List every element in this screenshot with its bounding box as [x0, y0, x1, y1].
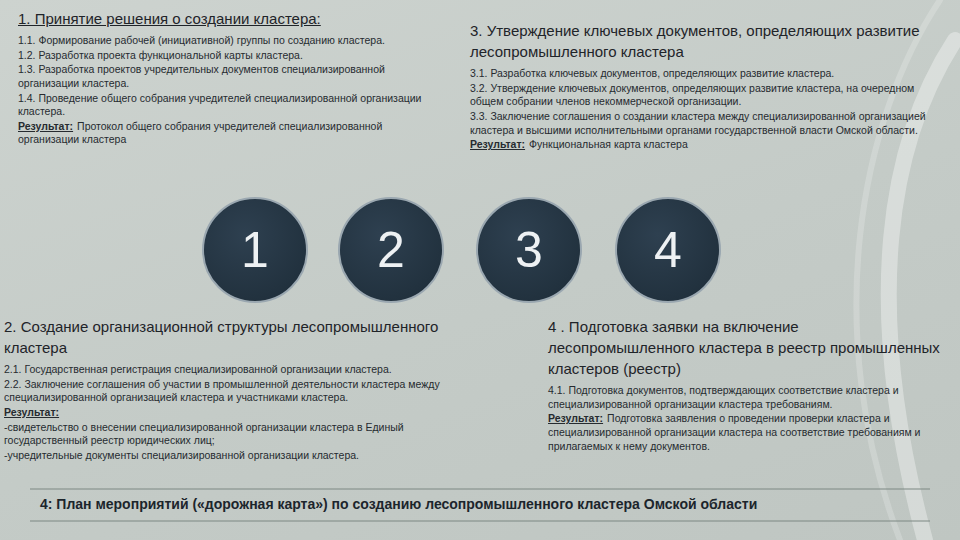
brush-stroke [856, 0, 940, 540]
step-text: 2. Создание организационной структуры ле… [4, 318, 438, 356]
step-text: 3.2. Утверждение ключевых документов, оп… [470, 82, 914, 108]
step-text: -свидетельство о внесении специализирова… [4, 421, 404, 447]
step-number: 1 [241, 225, 269, 275]
step-paragraph: 4.1. Подготовка документов, подтверждающ… [548, 384, 948, 411]
step-text: 4.1. Подготовка документов, подтверждающ… [548, 384, 899, 410]
step-paragraph: -свидетельство о внесении специализирова… [4, 421, 444, 448]
text-block: 1. Принятие решения о создании кластера:… [18, 8, 433, 148]
step-paragraph: 1.3. Разработка проектов учредительных д… [18, 63, 433, 90]
step-number: 4 [654, 225, 682, 275]
step-number: 2 [377, 225, 405, 275]
text-block: 2. Создание организационной структуры ле… [4, 316, 444, 463]
step-text: 1.3. Разработка проектов учредительных д… [18, 63, 385, 89]
step-paragraph: Результат:Протокол общего собрания учред… [18, 120, 433, 147]
step-text: Функциональная карта кластера [529, 138, 688, 150]
step-text: 1.2. Разработка проекта функциональной к… [18, 49, 303, 61]
step-paragraph: 1.4. Проведение общего собрания учредите… [18, 92, 433, 119]
step-text: 1.4. Проведение общего собрания учредите… [18, 92, 422, 118]
rule-line [30, 489, 930, 490]
step-circle: 3 [476, 197, 582, 303]
step-paragraph: Результат: Функциональная карта кластера [470, 138, 948, 152]
step-paragraph: 3.3. Заключение соглашения о создании кл… [470, 110, 948, 137]
result-label: Результат: [18, 120, 73, 132]
step-text: Подготовка заявления о проведении провер… [548, 412, 920, 451]
step-paragraph: -учредительные документы специализирован… [4, 449, 444, 463]
step-text: 3.3. Заключение соглашения о создании кл… [470, 110, 926, 136]
step-heading: 4 . Подготовка заявки на включение лесоп… [548, 316, 948, 379]
step-circle: 4 [615, 197, 721, 303]
step-paragraph: Результат: [4, 406, 444, 420]
text-block: 3. Утверждение ключевых документов, опре… [470, 20, 948, 153]
step-heading: 1. Принятие решения о создании кластера: [18, 8, 433, 29]
step-heading: 3. Утверждение ключевых документов, опре… [470, 20, 948, 62]
step-text: 1. Принятие решения о создании кластера: [18, 10, 321, 27]
slide-caption: 4: План мероприятий («дорожная карта») п… [40, 496, 757, 512]
step-paragraph: 1.2. Разработка проекта функциональной к… [18, 49, 433, 63]
step-paragraph: 2.2. Заключение соглашения об участии в … [4, 378, 444, 405]
step-text: 3. Утверждение ключевых документов, опре… [470, 22, 920, 60]
step-paragraph: Результат:Подготовка заявления о проведе… [548, 412, 948, 453]
step-text: 1.1. Формирование рабочей (инициативной)… [18, 34, 385, 46]
step-text: 2.2. Заключение соглашения об участии в … [4, 378, 440, 404]
step-number: 3 [515, 225, 543, 275]
result-label: Результат: [4, 406, 59, 418]
step-paragraph: 2.1. Государственная регистрация специал… [4, 363, 444, 377]
text-block: 4 . Подготовка заявки на включение лесоп… [548, 316, 948, 454]
step-circle: 2 [338, 197, 444, 303]
step-text: 4 . Подготовка заявки на включение лесоп… [548, 318, 940, 377]
step-heading: 2. Создание организационной структуры ле… [4, 316, 444, 358]
rule-line [30, 521, 930, 522]
step-paragraph: 3.1. Разработка ключевых документов, опр… [470, 67, 948, 81]
step-text: 3.1. Разработка ключевых документов, опр… [470, 67, 834, 79]
step-text: 2.1. Государственная регистрация специал… [4, 363, 392, 375]
result-label: Результат: [470, 138, 525, 150]
step-paragraph: 3.2. Утверждение ключевых документов, оп… [470, 82, 948, 109]
step-text: -учредительные документы специализирован… [4, 449, 359, 461]
step-paragraph: 1.1. Формирование рабочей (инициативной)… [18, 34, 433, 48]
result-label: Результат: [548, 412, 603, 424]
step-circle: 1 [202, 197, 308, 303]
